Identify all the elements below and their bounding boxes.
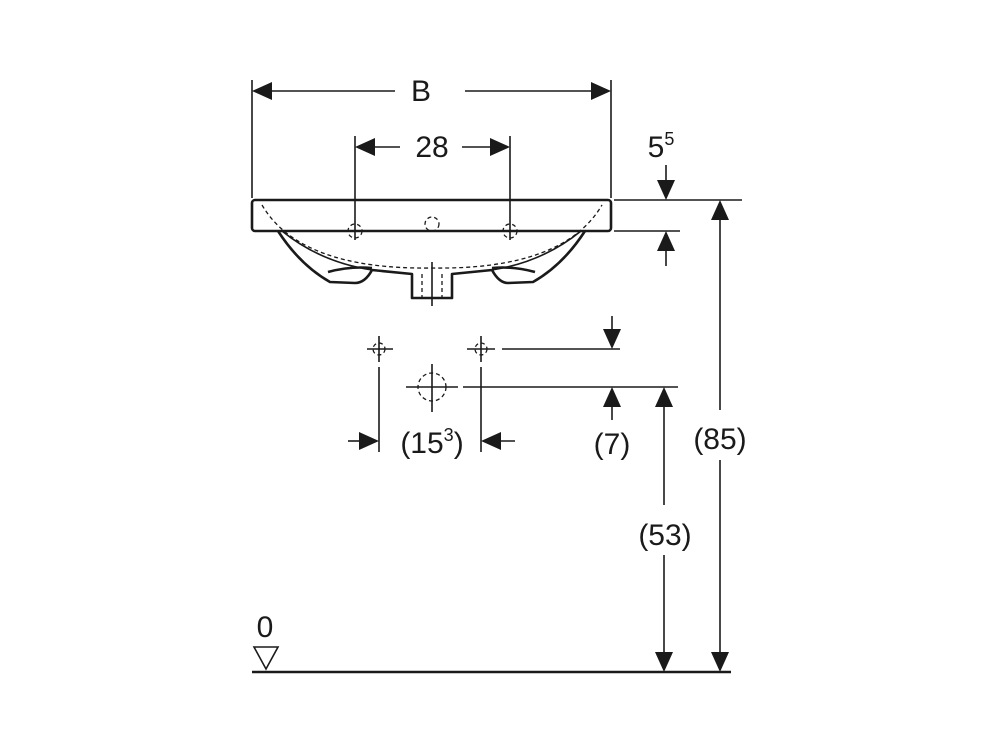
- supply-offset-label: (7): [594, 428, 631, 461]
- waste-spacing-label: (153): [400, 425, 463, 460]
- basin-side-view: [250, 198, 613, 306]
- supply-offset-dimension: (7): [594, 316, 631, 461]
- floor-level: 0: [252, 611, 731, 674]
- floor-level-marker-icon: [252, 646, 280, 671]
- width-dimension: B: [251, 75, 612, 198]
- tap-hole-spacing-dimension: 28: [354, 131, 511, 240]
- overall-height-dimension: (85): [693, 200, 747, 672]
- waste-spacing-dimension: (153): [348, 425, 515, 460]
- connection-points: [367, 336, 678, 452]
- rim-thickness-dimension: 55: [614, 129, 742, 266]
- tap-hole-spacing-label: 28: [415, 131, 448, 164]
- rim-thickness-label: 55: [648, 129, 675, 164]
- supply-height-dimension: (53): [638, 387, 692, 672]
- floor-level-label: 0: [257, 611, 274, 644]
- supply-height-label: (53): [638, 519, 691, 552]
- overall-height-label: (85): [693, 423, 746, 456]
- width-label: B: [411, 75, 431, 108]
